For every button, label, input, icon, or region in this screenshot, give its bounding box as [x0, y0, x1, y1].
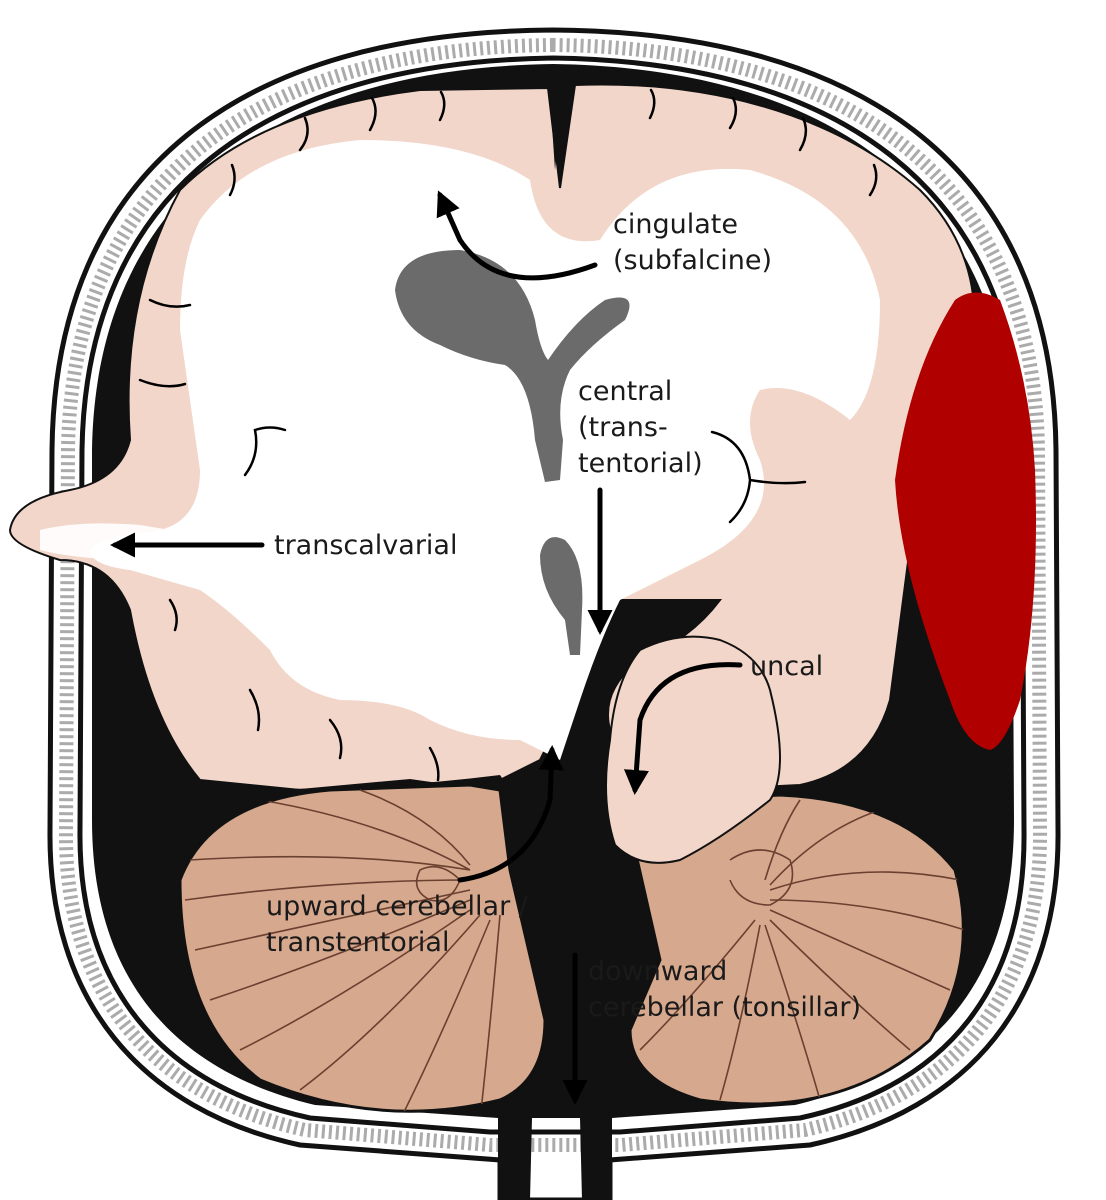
uncus — [605, 635, 781, 864]
label-cingulate: cingulate (subfalcine) — [613, 209, 772, 276]
cerebrum-white-matter — [90, 140, 880, 760]
cingulate-arrow — [436, 190, 598, 281]
skull-diploe — [58, 37, 1048, 1152]
label-central-line: (trans- — [578, 412, 668, 443]
falx-cerebri — [548, 66, 566, 170]
label-cingulate-line: cingulate — [613, 209, 738, 240]
uncal-arrow — [623, 662, 743, 795]
lateral-ventricle — [395, 250, 630, 482]
sulci-lines — [138, 88, 878, 782]
label-upward-line: upward cerebellar / — [266, 891, 529, 922]
epidural-hematoma — [895, 292, 1036, 750]
label-upward-line: transtentorial — [266, 927, 449, 958]
third-ventricle — [540, 537, 583, 655]
label-central-line: central — [578, 376, 672, 407]
label-downward: downward cerebellar (tonsillar) — [588, 956, 861, 1023]
label-uncal: uncal — [750, 651, 823, 682]
label-downward-line: cerebellar (tonsillar) — [588, 992, 861, 1023]
label-upward: upward cerebellar / transtentorial — [266, 891, 536, 958]
upward-arrow — [457, 745, 564, 883]
label-transcalvarial: transcalvarial — [274, 530, 457, 561]
label-downward-line: downward — [588, 956, 727, 987]
label-cingulate-line: (subfalcine) — [613, 245, 772, 276]
label-central: central (trans- tentorial) — [578, 376, 703, 479]
cerebellum-left — [178, 783, 547, 1113]
label-central-line: tentorial) — [578, 448, 703, 479]
